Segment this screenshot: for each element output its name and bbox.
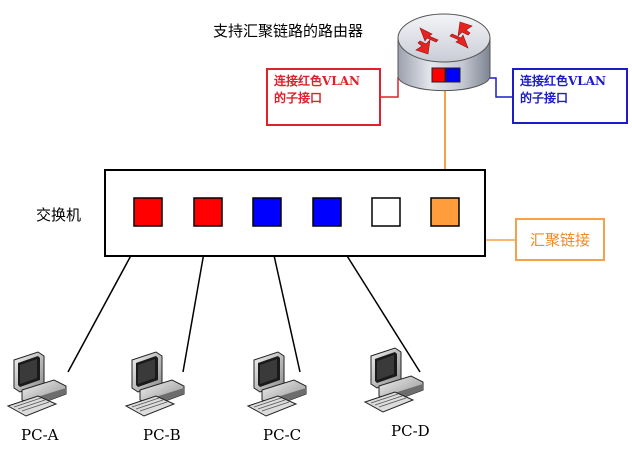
red-subinterface-callout: 连接红色VLAN 的子接口	[266, 68, 381, 126]
pc-icon[interactable]	[125, 351, 185, 417]
blue-callout-line1: 连接红色VLAN	[520, 74, 607, 88]
router-title: 支持汇聚链路的路由器	[213, 22, 364, 40]
router-icon	[397, 13, 491, 92]
router-subinterface-blue	[445, 67, 461, 83]
router-subinterface-red	[431, 67, 446, 83]
switch-port-4[interactable]	[312, 197, 342, 227]
switch-port-2[interactable]	[193, 197, 223, 227]
trunk-callout-label: 汇聚链接	[529, 231, 590, 249]
red-callout-line2: 的子接口	[274, 91, 323, 105]
switch-label: 交换机	[36, 206, 82, 224]
switch-port-3[interactable]	[252, 197, 282, 227]
pc-icon[interactable]	[364, 347, 424, 413]
switch-port-5[interactable]	[371, 197, 401, 227]
trunk-callout: 汇聚链接	[515, 218, 605, 261]
switch-port-1[interactable]	[133, 197, 163, 227]
pc-a-label: PC-A	[21, 426, 59, 444]
pc-b-label: PC-B	[143, 426, 181, 444]
pc-c-label: PC-C	[263, 426, 302, 444]
blue-callout-line2: 的子接口	[520, 91, 569, 105]
blue-subinterface-callout: 连接红色VLAN 的子接口	[512, 68, 628, 124]
pc-icon[interactable]	[7, 351, 67, 417]
red-callout-line1: 连接红色VLAN	[274, 74, 361, 88]
switch-port-6-trunk[interactable]	[430, 197, 460, 227]
switch-chassis	[104, 169, 486, 257]
pc-d-label: PC-D	[391, 422, 430, 440]
